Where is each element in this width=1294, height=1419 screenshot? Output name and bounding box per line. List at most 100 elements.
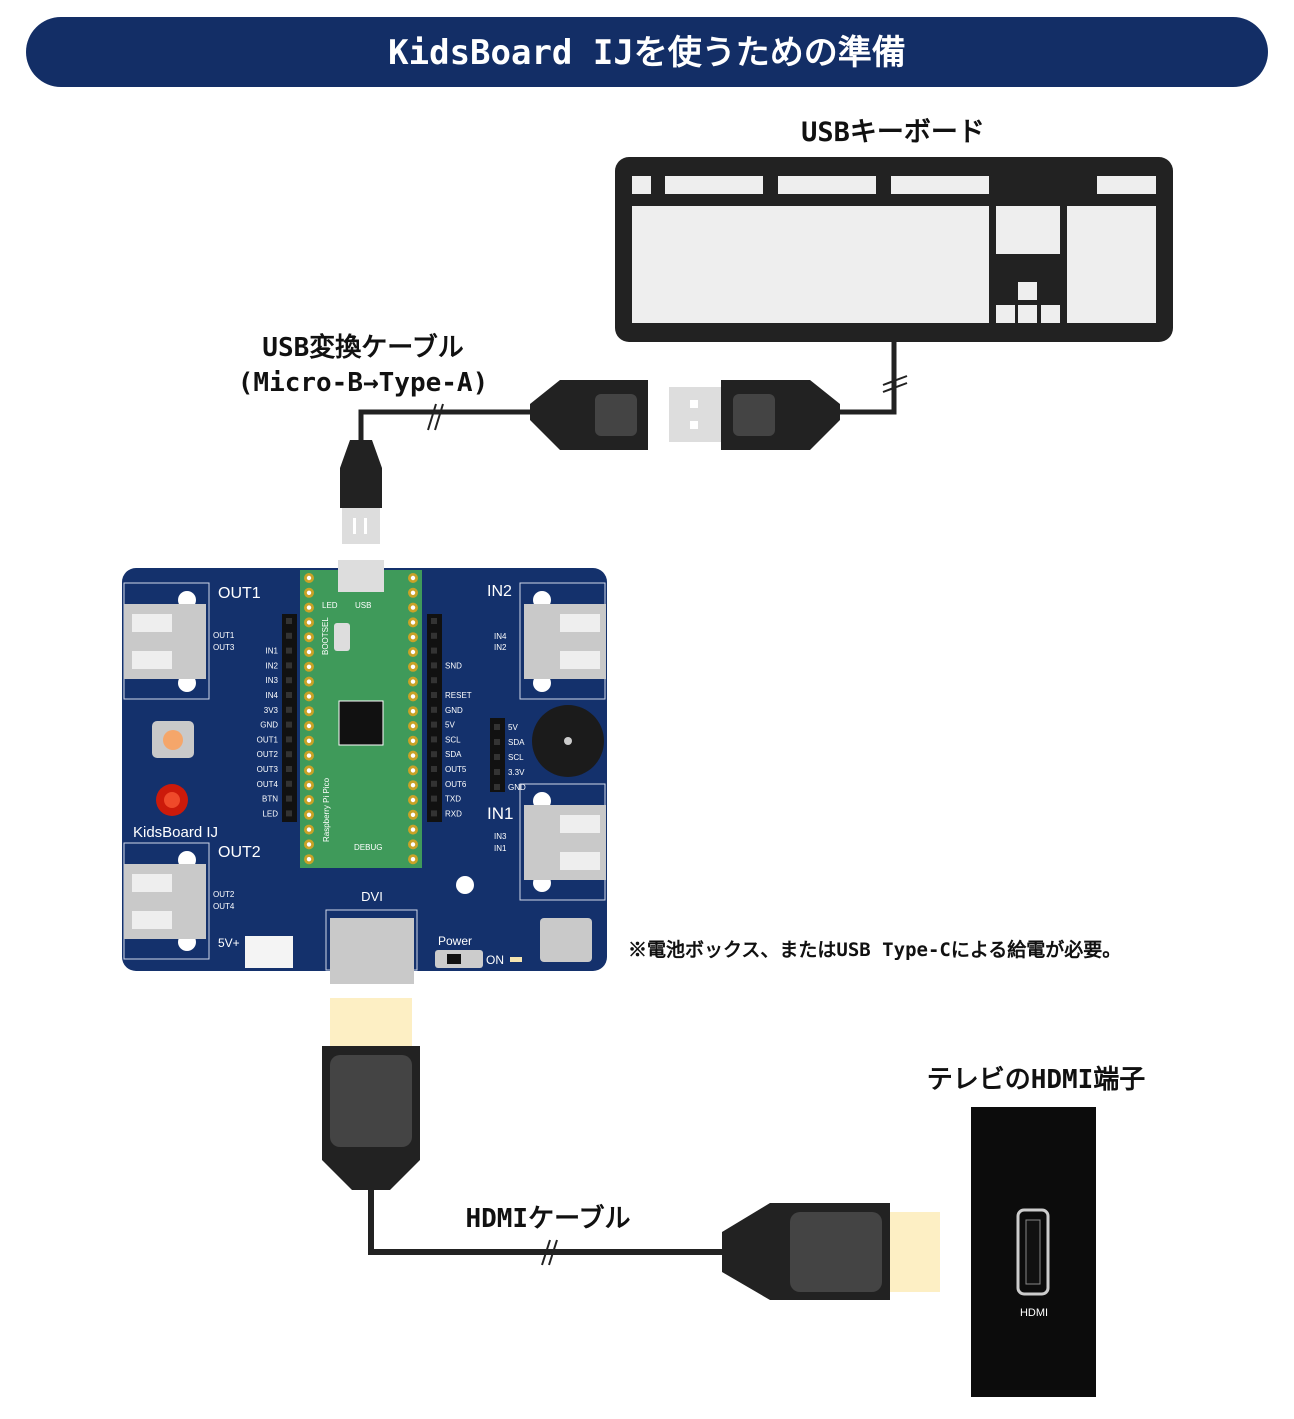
left-pin-label: IN3	[266, 676, 279, 685]
power-switch	[435, 950, 483, 968]
pad-hole	[410, 738, 416, 743]
pad-hole	[306, 723, 312, 729]
tv-panel: HDMI	[971, 1107, 1096, 1397]
pad-hole	[306, 857, 312, 862]
right-pin-label: OUT5	[445, 765, 467, 774]
header-pin	[286, 795, 292, 802]
dvi-connector	[325, 909, 418, 984]
usb-port-in1	[519, 783, 606, 901]
hdmi-port-icon	[1016, 1208, 1050, 1296]
out1-sub-label: OUT1	[213, 631, 235, 640]
in1-label: IN1	[487, 804, 513, 823]
header-pin	[431, 721, 437, 728]
right-header	[427, 614, 442, 822]
header-pin	[431, 810, 437, 817]
i2c-pin	[494, 784, 500, 790]
pad-hole	[410, 664, 416, 669]
right-pin-label: TXD	[445, 795, 461, 804]
buzzer	[532, 705, 604, 777]
usb-cable-type: (Micro-B→Type-A)	[238, 368, 488, 398]
i2c-pin	[494, 769, 500, 775]
header-pin	[431, 692, 437, 698]
usb-cable-label: USB変換ケーブル	[262, 332, 463, 363]
i2c-pin-label: 3.3V	[508, 768, 525, 777]
pad-hole	[410, 679, 416, 684]
in4-sub-label: IN4	[494, 632, 507, 641]
pad-hole	[306, 649, 312, 655]
pad-hole	[306, 738, 312, 743]
out4-sub-label: OUT4	[213, 902, 235, 911]
i2c-pin	[494, 724, 500, 730]
left-pin-label: OUT2	[257, 750, 279, 759]
pico-led-label: LED	[322, 601, 338, 610]
header-pin	[431, 662, 437, 669]
in2-label: IN2	[487, 583, 512, 600]
power-note: ※電池ボックス、またはUSB Type-Cによる給電が必要。	[628, 938, 1121, 961]
i2c-pin-label: SCL	[508, 753, 524, 762]
in3-sub-label: IN3	[494, 832, 507, 841]
header-pin	[286, 706, 292, 713]
in1-sub-label: IN1	[494, 844, 507, 853]
header-pin	[431, 780, 437, 787]
header-pin	[431, 766, 437, 772]
pad-hole	[306, 783, 312, 788]
push-button	[152, 721, 194, 758]
pad-hole	[306, 842, 312, 847]
header-pin	[286, 780, 292, 787]
header-pin	[431, 677, 437, 684]
hdmi-plug-tv	[722, 1203, 940, 1300]
pad-hole	[410, 857, 416, 862]
debug-label: DEBUG	[354, 843, 382, 852]
right-pin-label: 5V	[445, 721, 455, 730]
usb-cable	[358, 409, 530, 440]
i2c-pin-label: 5V	[508, 723, 518, 732]
pad-hole	[410, 649, 416, 655]
red-led	[156, 784, 188, 816]
dvi-label: DVI	[361, 889, 383, 904]
usb-a-plug	[669, 380, 840, 450]
hdmi-port-label: HDMI	[1020, 1307, 1048, 1319]
usb-port-out2	[123, 842, 210, 960]
pad-hole	[306, 679, 312, 684]
power-label: Power	[438, 934, 472, 948]
header-pin	[431, 647, 437, 654]
pad-hole	[306, 768, 312, 773]
right-pin-label: SCL	[445, 735, 461, 744]
tv-label: テレビのHDMI端子	[927, 1065, 1146, 1095]
header-pin	[286, 662, 292, 669]
pico-usb-label: USB	[355, 601, 371, 610]
left-pin-label: LED	[262, 809, 278, 818]
pad-hole	[306, 797, 312, 803]
right-pin-label: SND	[445, 661, 462, 670]
usb-a-receptacle	[530, 380, 648, 450]
i2c-pin-label: SDA	[508, 738, 525, 747]
pad-hole	[410, 709, 416, 714]
pad-hole	[306, 575, 312, 581]
keyboard-cable	[840, 342, 897, 415]
hdmi-cable	[368, 1190, 722, 1255]
out2-sub-label: OUT2	[213, 890, 235, 899]
hdmi-plug-board	[322, 998, 420, 1190]
micro-usb-plug	[340, 440, 382, 544]
v5-label: 5V+	[218, 936, 240, 950]
left-header	[282, 614, 297, 822]
header-pin	[431, 751, 437, 758]
pad-hole	[410, 694, 416, 699]
on-label: ON	[486, 953, 504, 967]
left-pin-label: OUT3	[257, 765, 279, 774]
usb-port-in2	[519, 582, 606, 700]
left-pin-label: OUT4	[257, 780, 279, 789]
pad-hole	[306, 664, 312, 669]
in2-sub-label: IN2	[494, 643, 507, 652]
left-pin-label: 3V3	[264, 706, 279, 715]
header-pin	[431, 736, 437, 743]
usb-port-out1	[123, 582, 210, 700]
i2c-pin	[494, 739, 500, 745]
title-banner	[26, 17, 1268, 87]
pad-hole	[306, 694, 312, 699]
pad-hole	[306, 620, 312, 625]
power-led	[510, 957, 522, 962]
pad-hole	[410, 827, 416, 832]
header-pin	[431, 618, 437, 624]
